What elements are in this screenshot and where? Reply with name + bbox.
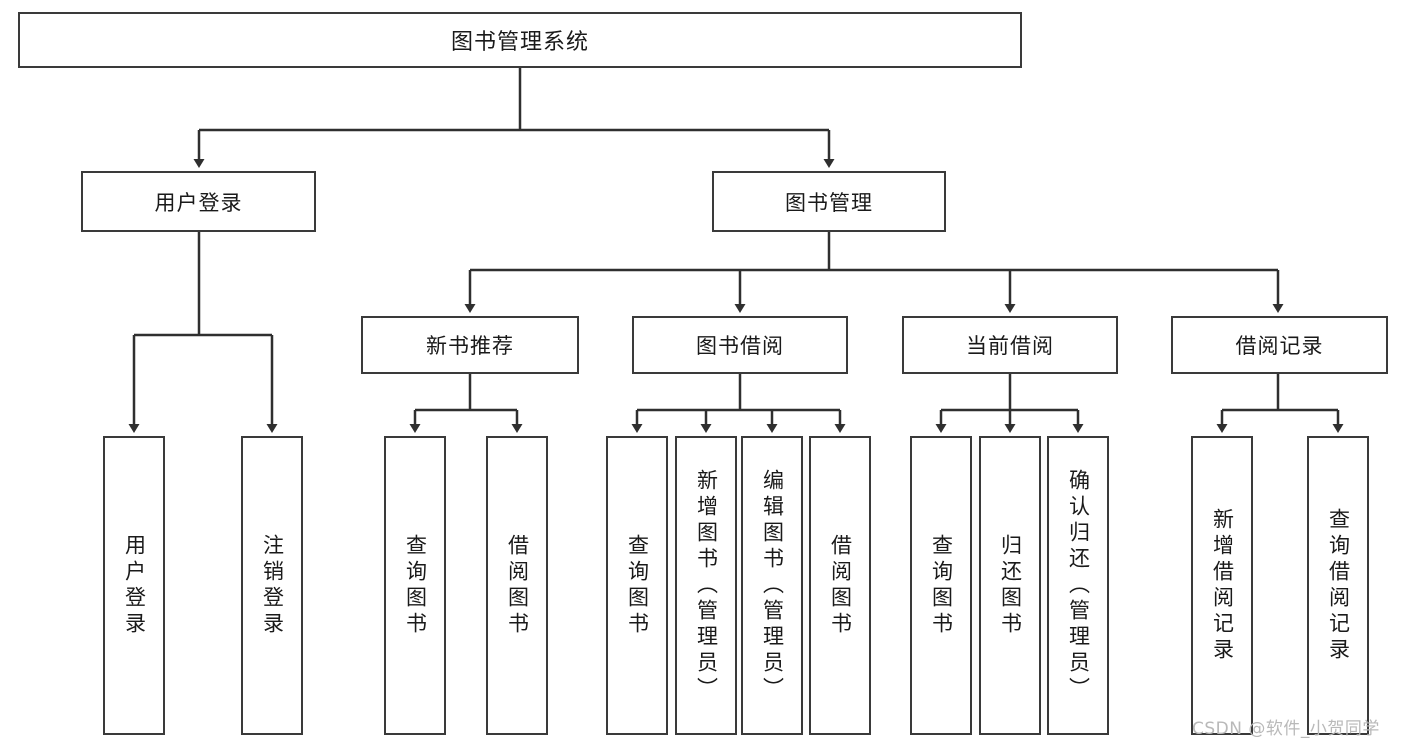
leaf-current-return-book[interactable]: 归还图书 — [979, 436, 1041, 735]
leaf-current-confirm-return-admin[interactable]: 确认归还（管理员） — [1047, 436, 1109, 735]
leaf-current-query-book[interactable]: 查询图书 — [910, 436, 972, 735]
node-book-borrow[interactable]: 图书借阅 — [632, 316, 848, 374]
leaf-new-book-query[interactable]: 查询图书 — [384, 436, 446, 735]
leaf-label: 编辑图书（管理员） — [760, 468, 785, 703]
leaf-user-login-logout[interactable]: 注销登录 — [241, 436, 303, 735]
leaf-label: 注销登录 — [260, 533, 285, 638]
leaf-borrow-add-book-admin[interactable]: 新增图书（管理员） — [675, 436, 737, 735]
leaf-label: 确认归还（管理员） — [1066, 468, 1091, 703]
leaf-label: 归还图书 — [998, 533, 1023, 638]
leaf-record-query-record[interactable]: 查询借阅记录 — [1307, 436, 1369, 735]
node-current-borrow[interactable]: 当前借阅 — [902, 316, 1118, 374]
leaf-borrow-borrow-book[interactable]: 借阅图书 — [809, 436, 871, 735]
node-book-management[interactable]: 图书管理 — [712, 171, 946, 232]
leaf-label: 新增借阅记录 — [1210, 507, 1235, 664]
node-new-book-recommend[interactable]: 新书推荐 — [361, 316, 579, 374]
node-user-login[interactable]: 用户登录 — [81, 171, 316, 232]
node-borrow-record[interactable]: 借阅记录 — [1171, 316, 1388, 374]
leaf-label: 借阅图书 — [505, 533, 530, 638]
node-root-system[interactable]: 图书管理系统 — [18, 12, 1022, 68]
csdn-watermark: CSDN @软件_小贺同学 — [1192, 719, 1380, 739]
leaf-record-add-record[interactable]: 新增借阅记录 — [1191, 436, 1253, 735]
leaf-label: 用户登录 — [122, 533, 147, 638]
leaf-label: 新增图书（管理员） — [694, 468, 719, 703]
leaf-label: 查询图书 — [625, 533, 650, 638]
leaf-label: 查询借阅记录 — [1326, 507, 1351, 664]
leaf-new-book-borrow[interactable]: 借阅图书 — [486, 436, 548, 735]
leaf-label: 查询图书 — [403, 533, 428, 638]
leaf-label: 查询图书 — [929, 533, 954, 638]
leaf-user-login-login[interactable]: 用户登录 — [103, 436, 165, 735]
leaf-borrow-edit-book-admin[interactable]: 编辑图书（管理员） — [741, 436, 803, 735]
leaf-borrow-query-book[interactable]: 查询图书 — [606, 436, 668, 735]
leaf-label: 借阅图书 — [828, 533, 853, 638]
